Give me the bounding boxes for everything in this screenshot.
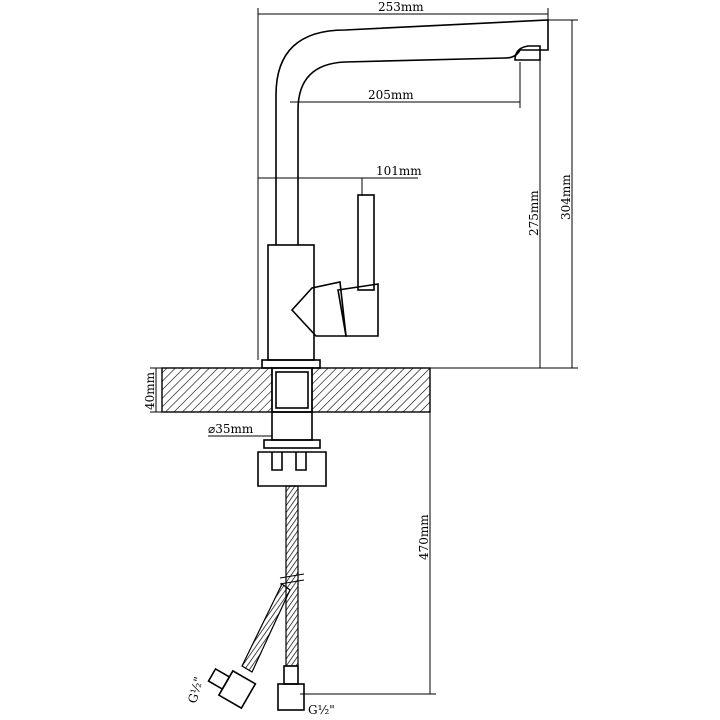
mounting-hardware: [257, 411, 327, 487]
fitting-left: [217, 669, 257, 710]
dimension-lines: [150, 8, 578, 695]
dim-35: ⌀35mm: [208, 422, 254, 436]
handle-joint: [290, 281, 347, 337]
shank-tube: [271, 411, 313, 441]
supply-hoses: [207, 485, 305, 711]
connector-right-label: G½": [308, 703, 335, 717]
hose-left: [241, 583, 291, 673]
connector-left-label: G½": [185, 675, 205, 704]
handle-housing: [337, 283, 379, 337]
dim-253: 253mm: [378, 0, 424, 14]
dim-101: 101mm: [376, 164, 422, 178]
countertop-section: [161, 367, 431, 413]
dim-275: 275mm: [527, 190, 541, 236]
aerator: [514, 45, 541, 61]
shank-ring: [275, 371, 309, 409]
countertop-left: [161, 367, 273, 413]
fitting-right: [277, 683, 305, 711]
dim-40: 40mm: [143, 371, 157, 410]
lock-nut: [257, 451, 327, 487]
mounting-shank: [271, 367, 313, 413]
faucet-body: [261, 19, 549, 369]
spout-outline: [275, 19, 549, 245]
dim-470: 470mm: [417, 514, 431, 560]
dim-304: 304mm: [559, 174, 573, 220]
handle-lever: [357, 194, 375, 291]
faucet-base: [267, 244, 315, 361]
dimension-labels: 253mm 205mm 101mm 275mm 304mm 40mm ⌀35mm…: [143, 0, 573, 717]
countertop-right: [311, 367, 431, 413]
washer: [263, 439, 321, 449]
dim-205: 205mm: [368, 88, 414, 102]
base-flange: [261, 359, 321, 369]
